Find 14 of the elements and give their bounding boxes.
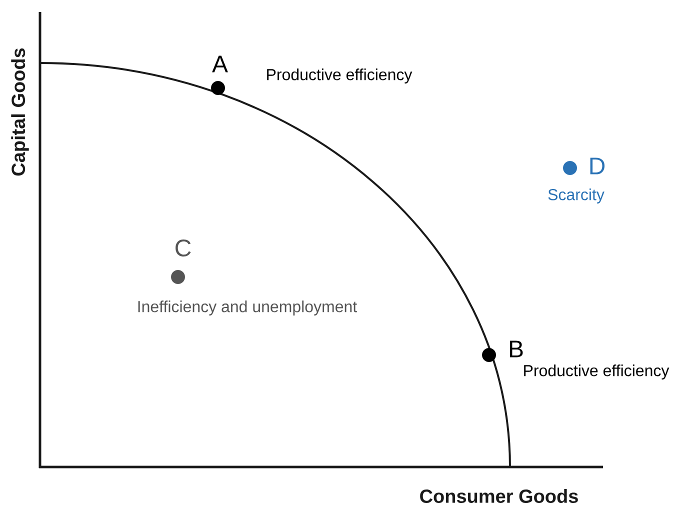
node-label: A (212, 56, 228, 72)
point: B (482, 340, 523, 362)
point: C (171, 240, 191, 284)
point-label: Scarcity (548, 188, 604, 204)
axis-title: Capital Goods (11, 48, 29, 176)
point-label: Inefficiency and unemployment (138, 300, 357, 316)
point-label: Productive efficiency (524, 364, 670, 380)
node-label: D (590, 158, 605, 174)
point: A (211, 56, 228, 95)
point-label: Productive efficiency (267, 68, 412, 84)
node-label: C (176, 240, 191, 256)
node-label: B (510, 340, 523, 358)
axis-title: Consumer Goods (420, 489, 578, 503)
point: D (563, 158, 605, 175)
